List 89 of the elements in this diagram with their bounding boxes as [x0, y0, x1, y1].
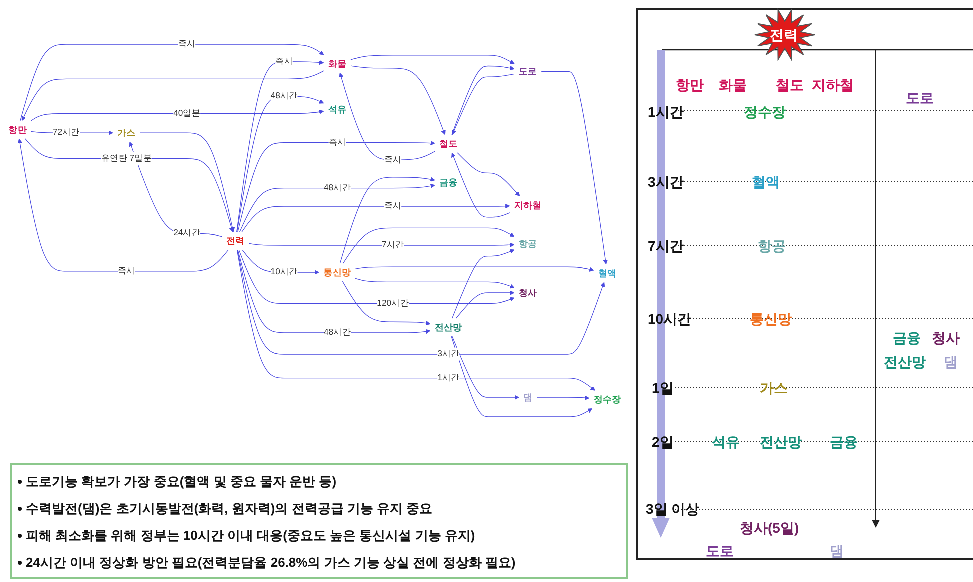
arrow [238, 140, 436, 233]
arrow [20, 44, 324, 122]
edge-label: 3시간 [438, 348, 460, 361]
timeline-label: 3일 이상 [646, 501, 700, 517]
arrow [22, 70, 324, 122]
bullet-note: 도로기능 확보가 가장 중요(혈액 및 중요 물자 운반 등) [26, 473, 337, 491]
node-label: 도로 [518, 66, 538, 77]
timeline-label: 철도 [776, 77, 804, 93]
arrow [350, 66, 446, 136]
timeline-label: 청사(5일) [740, 520, 800, 536]
edge-label: 48시간 [324, 182, 351, 195]
edge-label: 120시간 [377, 297, 409, 310]
arrow [536, 396, 590, 400]
node-label: 지하철 [514, 200, 542, 210]
timeline-label: 1시간 [648, 104, 684, 120]
arrow [342, 281, 431, 326]
timeline-label: 전산망 [760, 434, 802, 450]
arrow [456, 290, 515, 319]
arrow [452, 336, 520, 400]
timeline-label: 청사 [932, 330, 960, 346]
arrow [238, 250, 515, 304]
arrow [237, 250, 606, 355]
node-label: 통신망 [324, 267, 352, 278]
arrow [340, 177, 436, 264]
node-label: 전산망 [434, 322, 462, 333]
timeline-label: 전산망 [884, 354, 926, 370]
timeline-label: 금융 [830, 434, 858, 450]
timeline-label: 2일 [652, 434, 674, 450]
arrow [18, 138, 229, 272]
node-label: 청사 [518, 288, 538, 298]
arrow [343, 228, 515, 264]
starburst-label: 전력 [770, 27, 798, 43]
timeline-label: 금융 [893, 330, 921, 346]
timeline-label: 항만 [676, 77, 704, 93]
edge-label: 즉시 [384, 154, 402, 167]
timeline-label: 7시간 [648, 238, 684, 254]
node-label: 정수장 [594, 394, 622, 405]
node-label: 철도 [439, 138, 458, 149]
timeline-label: 화물 [719, 77, 747, 93]
arrow [457, 152, 520, 197]
node-label: 가스 [118, 128, 136, 138]
timeline-label: 댐 [830, 543, 844, 559]
timeline-label: 1일 [652, 380, 674, 396]
bullet-note: 피해 최소화를 위해 정부는 10시간 이내 대응(중요도 높은 통신시설 기능 유지) [26, 527, 476, 545]
edge-label: 즉시 [328, 136, 346, 150]
bullet-note: 수력발전(댐)은 초기시동발전(화력, 원자력)의 전력공급 기능 유지 중요 [26, 500, 433, 518]
arrow [355, 266, 594, 272]
arrow [248, 242, 515, 248]
arrow [31, 110, 324, 122]
timeline-label: 항공 [758, 238, 786, 254]
node-label: 항만 [8, 124, 28, 135]
arrow [140, 132, 235, 232]
node-label: 항공 [518, 239, 538, 250]
timeline-label: 댐 [944, 354, 958, 370]
timeline-label: 혈액 [752, 174, 780, 190]
timeline-label: 가스 [760, 380, 788, 396]
timeline-label: 도로 [706, 543, 734, 559]
arrow [355, 278, 515, 289]
edge-label: 즉시 [118, 264, 136, 278]
timeline-label: 통신망 [750, 311, 792, 327]
arrow [242, 204, 510, 233]
timeline-label: 지하철 [812, 77, 854, 93]
node-label: 전력 [226, 236, 245, 246]
arrow [236, 60, 324, 233]
arrow [541, 71, 608, 265]
edge-label: 즉시 [276, 55, 293, 68]
node-label: 혈액 [598, 268, 617, 278]
arrow [350, 55, 515, 64]
node-label: 금융 [439, 178, 458, 188]
timeline-label: 정수장 [744, 104, 786, 120]
node-label: 댐 [524, 392, 533, 403]
edge-label: 48시간 [324, 326, 351, 340]
arrow [452, 152, 510, 218]
timeline-label: 10시간 [648, 311, 692, 327]
bullet-note: 24시간 이내 정상화 방안 필요(전력분담율 26.8%의 가스 기능 상실 전에 정상화 필요) [26, 554, 516, 572]
edge-label: 유연탄 7일분 [102, 152, 152, 166]
timeline-label: 3시간 [648, 174, 684, 190]
arrow [452, 249, 515, 319]
timeline-label: 석유 [712, 434, 740, 450]
arrow [238, 250, 431, 334]
edge-label: 1시간 [438, 372, 460, 385]
node-label: 화물 [328, 58, 347, 69]
edge-label: 7시간 [382, 239, 404, 252]
node-label: 석유 [328, 104, 347, 114]
arrow [451, 336, 593, 418]
timeline-label: 도로 [906, 90, 934, 106]
arrow [339, 72, 436, 160]
arrow [236, 250, 596, 391]
edge-label: 48시간 [270, 90, 298, 103]
